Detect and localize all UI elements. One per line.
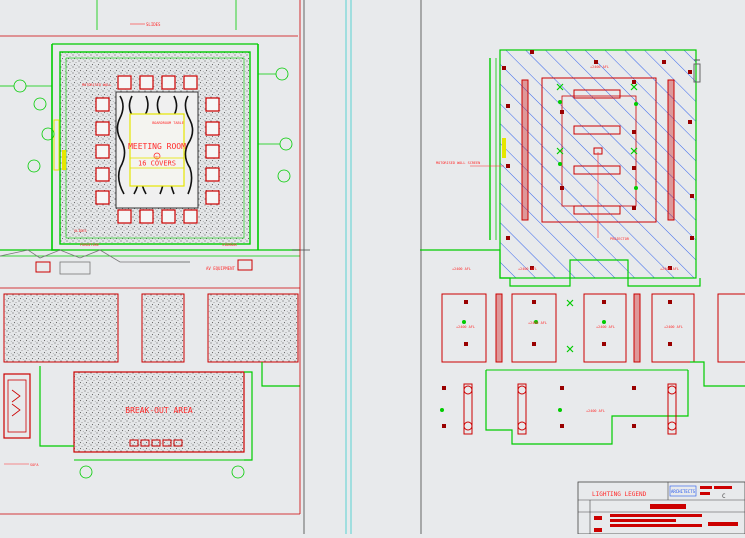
- sheet-grid-lines: [0, 0, 422, 534]
- av-note: AV EQUIPMENT: [206, 266, 235, 271]
- boardroom-table: [115, 91, 199, 209]
- sofa: [3, 373, 31, 439]
- apfl-note-6: +2400 AFL: [528, 321, 547, 325]
- covers-label: 16 COVERS: [138, 160, 176, 168]
- room-number: 01: [155, 155, 159, 159]
- apfl-note-1: +2400 AFL: [590, 65, 609, 69]
- meeting-chairs: [95, 75, 220, 224]
- table-note: BOARDROOM TABLE: [152, 121, 184, 125]
- meeting-room-label: MEETING ROOM: [128, 142, 186, 151]
- apfl-note-3: +2400 AFL: [518, 267, 537, 271]
- apfl-note-7: +2400 AFL: [596, 325, 615, 329]
- sheet-number: C: [722, 493, 726, 500]
- left-floor-plan: MEETING ROOM 01 16 COVERS BOARDROOM TABL…: [0, 0, 310, 515]
- lower-left-note: FURNITURE: [80, 243, 99, 247]
- projector-note: PROJECTOR: [610, 237, 630, 241]
- lighting-legend-label: LIGHTING LEGEND: [592, 491, 647, 498]
- side-note: MOTORISED WALL SCREEN: [436, 161, 480, 165]
- apfl-note-8: +2400 AFL: [664, 325, 683, 329]
- logo-text: ARCHITECTS: [671, 489, 696, 494]
- right-ceiling-plan: MOTORISED WALL SCREEN PROJECTOR +2400 AF…: [420, 49, 745, 445]
- breakout-area: [73, 371, 245, 453]
- breakout-label: BREAK-OUT AREA: [125, 406, 193, 415]
- lower-room-middle: [141, 293, 185, 363]
- top-note: SLIDES: [146, 22, 161, 27]
- light-fixtures: [442, 50, 694, 428]
- grid-bubbles-left: [0, 67, 293, 183]
- apfl-note-4: +2400 AFL: [660, 267, 679, 271]
- lower-room-right: [207, 293, 299, 363]
- left-note: SLIDES: [74, 229, 87, 233]
- apfl-note-9: +2400 AFL: [586, 409, 605, 413]
- title-block: LIGHTING LEGEND ARCHITECTS C: [577, 481, 745, 535]
- apfl-note-2: +2400 AFL: [452, 267, 471, 271]
- architect-logo: ARCHITECTS: [669, 485, 697, 497]
- apfl-note-5: +2400 AFL: [456, 325, 475, 329]
- bottom-note: SOFA: [30, 463, 39, 467]
- lower-right-note: SIDEBAR: [222, 243, 238, 247]
- lower-room-left: [3, 293, 119, 363]
- wall-note: MOTORISED WALL: [82, 83, 112, 87]
